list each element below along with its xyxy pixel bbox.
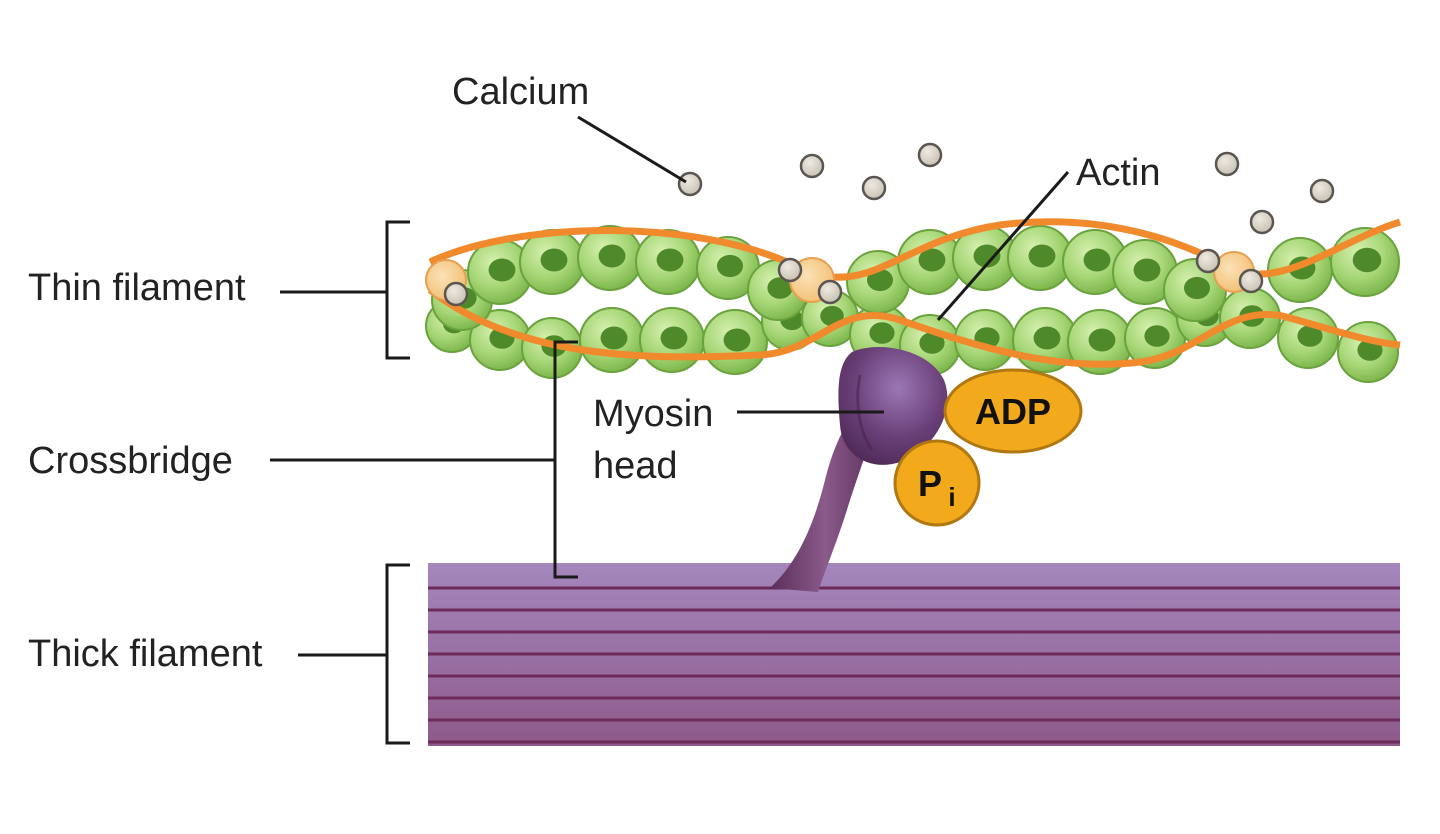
pi-label-subscript: i — [948, 482, 955, 512]
actin-monomer — [1277, 307, 1339, 369]
calcium-ion — [1238, 268, 1264, 294]
actin-monomer — [846, 250, 910, 314]
actin-label: Actin — [1076, 152, 1160, 194]
actin-beads — [425, 225, 1400, 383]
calcium-ion — [817, 279, 843, 305]
actin-monomer — [702, 309, 768, 375]
actin-monomer — [519, 229, 585, 295]
calcium-ion — [799, 153, 825, 179]
calcium-ion — [1249, 209, 1275, 235]
calcium-ion — [1195, 248, 1221, 274]
actin-monomer — [952, 225, 1018, 291]
thin-filament-label: Thin filament — [28, 267, 246, 309]
actin-monomer — [1067, 309, 1133, 375]
calcium-ion — [677, 171, 703, 197]
actin-leader — [936, 171, 1070, 321]
actin-monomer — [1267, 237, 1333, 303]
actin-monomer — [639, 307, 705, 373]
pi-label-main: P — [918, 463, 942, 504]
calcium-ion — [443, 281, 469, 307]
annotation-lines — [270, 115, 1070, 745]
thick-filament-stripes — [428, 586, 1400, 744]
calcium-ions — [443, 142, 1335, 307]
tropomyosin-strand-upper — [428, 218, 1402, 281]
myosin-neck — [770, 410, 880, 592]
tropomyosin-strand-lower — [427, 287, 1401, 368]
actin-monomer — [577, 225, 643, 291]
calcium-ion — [1309, 178, 1335, 204]
calcium-ion — [777, 257, 803, 283]
thick-filament — [428, 563, 1400, 746]
thick-filament-bracket — [385, 563, 410, 745]
calcium-label: Calcium — [452, 71, 589, 113]
actin-monomer — [1007, 225, 1073, 291]
calcium-ion — [917, 142, 943, 168]
thin-filament-bracket — [385, 220, 410, 360]
myosin-head-label-line2: head — [593, 445, 678, 487]
actin-monomer — [579, 307, 645, 373]
crossbridge-label: Crossbridge — [28, 440, 233, 482]
calcium-leader — [577, 115, 687, 184]
actin-monomer — [1163, 258, 1227, 322]
myosin — [770, 347, 948, 592]
adp-label: ADP — [975, 391, 1051, 432]
thin-filament — [425, 218, 1402, 383]
phosphate-molecule: P i — [893, 439, 981, 527]
myosin-head-label-line1: Myosin — [593, 393, 713, 435]
thick-filament-label: Thick filament — [28, 633, 263, 675]
actin-monomer — [696, 236, 760, 300]
calcium-ion — [1214, 151, 1240, 177]
calcium-ion — [861, 175, 887, 201]
actin-monomer — [521, 317, 583, 379]
adp-molecule: ADP — [943, 368, 1083, 454]
